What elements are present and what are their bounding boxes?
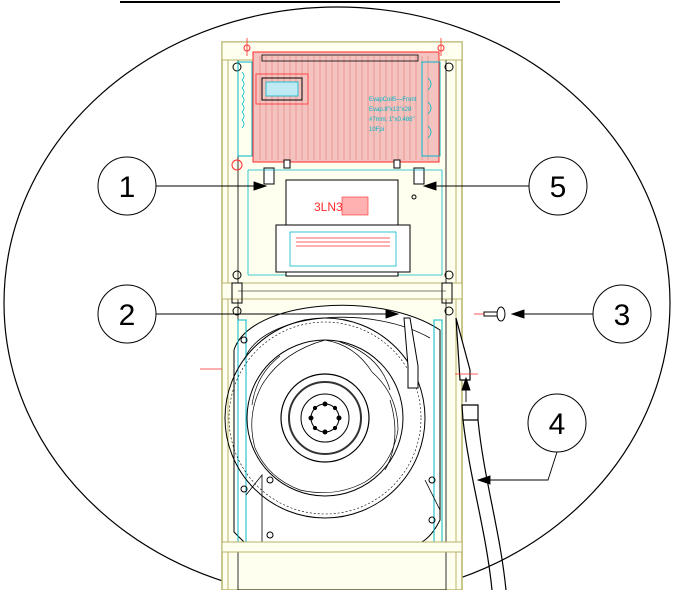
callout-3: 3	[592, 284, 652, 344]
center-marks	[200, 38, 484, 375]
blower-wheel	[224, 317, 426, 519]
detail-circle	[3, 6, 671, 590]
callout-2-number: 2	[119, 299, 136, 332]
drain-hose	[455, 317, 507, 590]
callout-5-number: 5	[550, 171, 567, 204]
callout-1: 1	[97, 156, 157, 216]
coil-label-line-3: #7mm, 1"x0.486"	[369, 117, 415, 123]
plate-text: 3LN3	[314, 200, 343, 214]
coil-fittings	[231, 159, 425, 185]
callout-4-number: 4	[549, 408, 566, 441]
screw-part	[483, 306, 506, 322]
callout-2: 2	[97, 284, 157, 344]
middle-screws	[231, 270, 454, 316]
coil-annotation: EvapCoil5—Front Evap.8"x13"x28 #7mm, 1"x…	[369, 97, 417, 133]
callout-5: 5	[528, 156, 588, 216]
leader-lines	[156, 181, 593, 485]
coil-label-line-1: EvapCoil5—Front	[369, 97, 417, 103]
callout-1-number: 1	[119, 171, 136, 204]
coil-label-line-2: Evap.8"x13"x28	[369, 107, 412, 113]
control-plate: 3LN3	[275, 179, 417, 277]
callout-4: 4	[527, 393, 587, 453]
bracket-part	[403, 317, 419, 389]
middle-rail	[221, 282, 463, 300]
coil-label-line-4: 10Fpi	[369, 127, 384, 133]
blower-housing	[233, 304, 443, 549]
bottom-rail	[221, 541, 463, 553]
callout-3-number: 3	[614, 299, 631, 332]
lower-screws	[240, 336, 436, 539]
evaporator-coil	[237, 51, 441, 163]
